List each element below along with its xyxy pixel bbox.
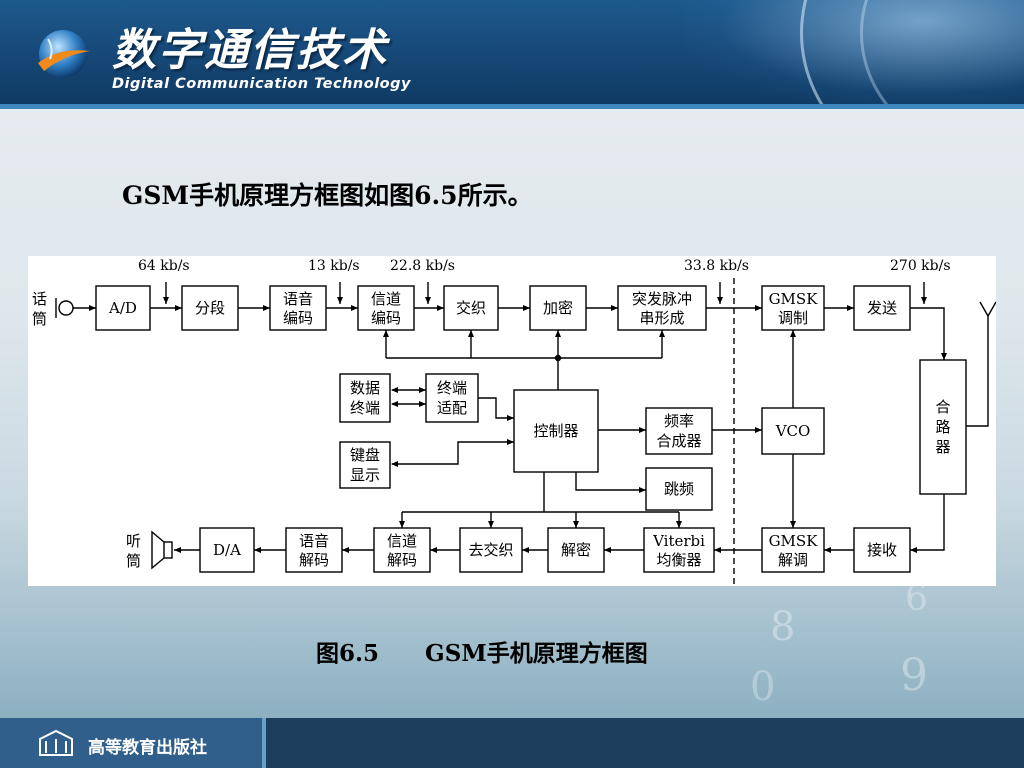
header-strip — [0, 104, 1024, 109]
box-controller — [513, 389, 599, 473]
terminal-adapter-label-2: 适配 — [437, 399, 467, 417]
channel-enc-label-2: 编码 — [371, 309, 401, 327]
gmsk-demod-label-1: GMSK — [769, 532, 819, 550]
box-combiner — [919, 359, 967, 495]
publisher-name: 高等教育出版社 — [88, 738, 207, 758]
header-title: 数字通信技术 — [112, 25, 388, 76]
gmsk-mod-label-2: 调制 — [778, 309, 808, 327]
keypad-display-label-2: 显示 — [350, 466, 380, 484]
box-synth — [645, 407, 713, 455]
rate-label-22: 22.8 kb/s — [390, 258, 455, 274]
synth-label-2: 合成器 — [656, 432, 701, 450]
footer-bar: 高等教育出版社 — [0, 718, 1024, 768]
globe-swoosh-icon — [38, 30, 90, 78]
box-channel-enc — [357, 285, 415, 331]
keypad-display-label-1: 键盘 — [350, 446, 380, 464]
segment-label: 分段 — [195, 299, 225, 317]
da-label: D/A — [213, 541, 241, 559]
speaker-label-2: 筒 — [126, 552, 141, 570]
ad-label: A/D — [108, 299, 137, 317]
svg-text:0: 0 — [750, 664, 775, 710]
data-terminal-label-1: 数据 — [350, 379, 380, 397]
controller-label: 控制器 — [533, 422, 578, 440]
terminal-adapter-label-1: 终端 — [437, 379, 467, 397]
intro-text: GSM手机原理方框图如图6.5所示。 — [122, 181, 533, 210]
channel-dec-label-2: 解码 — [387, 551, 417, 569]
box-channel-dec — [373, 527, 431, 573]
box-transmit — [853, 285, 911, 331]
deinterleave-label: 去交织 — [468, 541, 513, 559]
rate-label-13: 13 kb/s — [308, 258, 360, 274]
svg-text:8: 8 — [770, 604, 795, 650]
rate-label-64: 64 kb/s — [138, 258, 190, 274]
viterbi-label-2: 均衡器 — [656, 551, 701, 569]
box-ad — [95, 285, 151, 331]
speaker-icon — [151, 530, 173, 570]
box-speech-enc — [269, 285, 327, 331]
rate-label-270: 270 kb/s — [890, 258, 951, 274]
vco-label: VCO — [775, 422, 811, 440]
synth-label-1: 频率 — [664, 412, 694, 430]
header-arc-decoration — [860, 0, 1024, 108]
box-terminal-adapter — [425, 373, 479, 423]
caption-title: GSM手机原理方框图 — [425, 640, 648, 667]
viterbi-label-1: Viterbi — [652, 532, 705, 550]
box-deinterleave — [459, 527, 523, 573]
box-data-terminal — [339, 373, 391, 423]
speech-enc-label-2: 编码 — [283, 309, 313, 327]
speech-dec-label-1: 语音 — [299, 532, 329, 550]
combiner-label-1: 合 — [935, 398, 950, 416]
encrypt-label: 加密 — [543, 299, 573, 317]
svg-text:9: 9 — [900, 650, 928, 701]
footer-publisher-panel: 高等教育出版社 — [0, 718, 266, 768]
figure-caption: 图6.5 GSM手机原理方框图 — [316, 634, 648, 668]
transmit-label: 发送 — [867, 299, 897, 317]
combiner-label-2: 路 — [935, 418, 950, 436]
burst-label-2: 串形成 — [639, 309, 684, 327]
interleave-label: 交织 — [456, 299, 486, 317]
speaker-label-1: 听 — [126, 532, 141, 550]
header-arc-decoration — [800, 0, 1024, 108]
box-da — [199, 527, 255, 573]
box-speech-dec — [285, 527, 343, 573]
box-decrypt — [547, 527, 605, 573]
channel-enc-label-1: 信道 — [371, 290, 401, 308]
publisher-logo-icon — [39, 729, 73, 756]
combiner-label-3: 器 — [935, 438, 950, 456]
mic-label-2: 筒 — [32, 310, 47, 328]
burst-label-1: 突发脉冲 — [632, 290, 692, 308]
box-hopping — [645, 467, 713, 511]
caption-number: 图6.5 — [316, 640, 380, 667]
rate-label-33: 33.8 kb/s — [684, 258, 749, 274]
decrypt-label: 解密 — [561, 541, 591, 559]
mic-label-1: 话 — [32, 290, 47, 308]
header-subtitle: Digital Communication Technology — [112, 76, 411, 92]
gmsk-mod-label-1: GMSK — [769, 290, 819, 308]
microphone-icon — [55, 298, 96, 318]
receive-label: 接收 — [867, 541, 897, 559]
hopping-label: 跳频 — [664, 480, 694, 498]
speech-dec-label-2: 解码 — [299, 551, 329, 569]
gmsk-demod-label-2: 解调 — [778, 551, 808, 569]
box-keypad-display — [339, 441, 391, 489]
antenna-icon — [966, 301, 996, 427]
gsm-block-diagram: 64 kb/s 13 kb/s 22.8 kb/s 33.8 kb/s 270 … — [28, 256, 996, 586]
header-banner: 数字通信技术 Digital Communication Technology — [0, 0, 1024, 108]
box-viterbi — [643, 527, 715, 573]
channel-dec-label-1: 信道 — [387, 532, 417, 550]
data-terminal-label-2: 终端 — [350, 399, 380, 417]
speech-enc-label-1: 语音 — [283, 290, 313, 308]
